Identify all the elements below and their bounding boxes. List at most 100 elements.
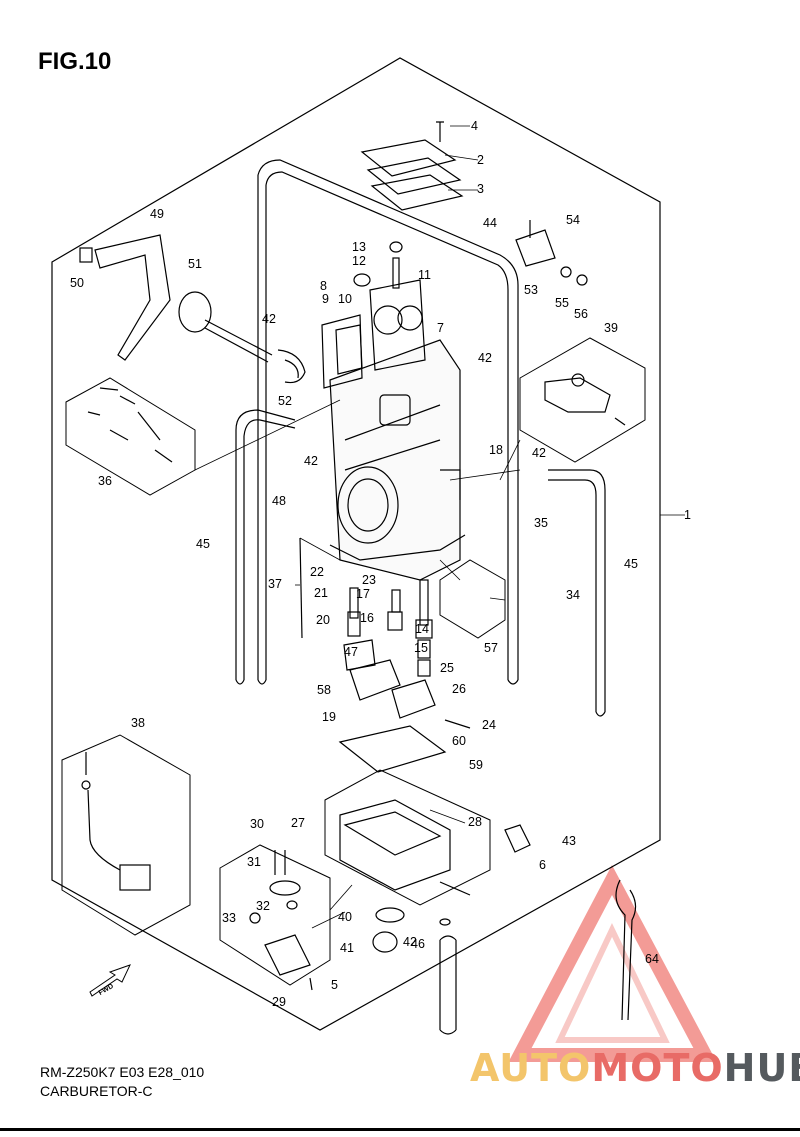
callout-42: 42 [478,351,492,365]
callout-35: 35 [534,516,548,530]
callout-15: 15 [414,641,428,655]
throttle-bracket [79,234,171,361]
callout-46: 46 [411,937,425,951]
callout-1: 1 [684,508,691,522]
callout-23: 23 [362,573,376,587]
callout-3: 3 [477,182,484,196]
callout-55: 55 [555,296,569,310]
callout-59: 59 [469,758,483,772]
callout-51: 51 [188,257,202,271]
callout-24: 24 [482,718,496,732]
main-frame [51,57,661,1031]
callout-48: 48 [272,494,286,508]
callout-7: 7 [437,321,444,335]
callout-58: 58 [317,683,331,697]
choke-parts [515,220,588,286]
jets-and-needle [299,537,433,677]
watermark-text: AUTOMOTOHUB [470,1046,800,1090]
throttle-shaft [178,291,306,384]
overflow-hose-45-left [235,409,296,685]
callout-6: 6 [539,858,546,872]
subframe-27 [324,769,491,906]
callout-20: 20 [316,613,330,627]
callout-8: 8 [320,279,327,293]
callout-2: 2 [477,153,484,167]
drain-hose-46 [439,935,457,1035]
callout-50: 50 [70,276,84,290]
part-64 [615,879,637,1021]
callout-19: 19 [322,710,336,724]
callout-13: 13 [352,240,366,254]
overflow-hose-45-right [548,469,606,717]
callout-41: 41 [340,941,354,955]
callout-29: 29 [272,995,286,1009]
watermark-part-3: HUB [723,1046,800,1090]
subframe-57 [439,559,506,639]
callout-52: 52 [278,394,292,408]
callout-17: 17 [356,587,370,601]
callout-28: 28 [468,815,482,829]
tps-harness [81,752,151,891]
callout-11: 11 [418,268,431,282]
callout-14: 14 [415,622,429,636]
fwd-arrow-icon: FWD [89,964,131,997]
callout-42: 42 [532,446,546,460]
figure-title: FIG.10 [38,48,112,75]
callout-56: 56 [574,307,588,321]
callout-38: 38 [131,716,145,730]
callout-27: 27 [291,816,305,830]
tps-sensor [544,373,626,426]
callout-25: 25 [440,661,454,675]
drain-plug-parts [372,907,451,953]
callout-53: 53 [524,283,538,297]
callout-60: 60 [452,734,466,748]
top-cover [360,121,464,211]
callout-47: 47 [344,645,358,659]
pump-diaphragm-parts [249,850,313,991]
callout-12: 12 [352,254,366,268]
callout-10: 10 [338,292,352,306]
watermark-part-2: MOTO [591,1046,724,1090]
carburetor-body [329,339,466,581]
callout-64: 64 [645,952,659,966]
callout-39: 39 [604,321,618,335]
callout-31: 31 [247,855,261,869]
subframe-38 [61,734,191,936]
subframe-36 [65,377,196,496]
accelerator-pump [338,659,471,773]
callout-43: 43 [562,834,576,848]
callout-5: 5 [331,978,338,992]
callout-33: 33 [222,911,236,925]
callout-42: 42 [403,935,417,949]
subframe-39 [519,337,646,463]
float-bowl [339,799,531,896]
callout-36: 36 [98,474,112,488]
callout-32: 32 [256,899,270,913]
callout-45: 45 [196,537,210,551]
assembly-name: CARBURETOR-C [40,1083,153,1099]
callout-18: 18 [489,443,503,457]
callout-45: 45 [624,557,638,571]
callout-30: 30 [250,817,264,831]
callout-42: 42 [262,312,276,326]
overflow-hose-44 [257,159,519,685]
watermark-part-1: AUTO [470,1046,592,1090]
subframe-30 [219,844,331,986]
throttle-valve-group [321,241,426,389]
watermark-triangle-logo [508,865,717,1062]
callout-16: 16 [360,611,374,625]
bottom-rule [0,1128,800,1131]
hot-start-parts [87,387,173,463]
callout-9: 9 [322,292,329,306]
callout-54: 54 [566,213,580,227]
callout-49: 49 [150,207,164,221]
callout-22: 22 [310,565,324,579]
callout-37: 37 [268,577,282,591]
callout-44: 44 [483,216,497,230]
callout-4: 4 [471,119,478,133]
leader-lines [194,125,685,929]
callout-42: 42 [304,454,318,468]
